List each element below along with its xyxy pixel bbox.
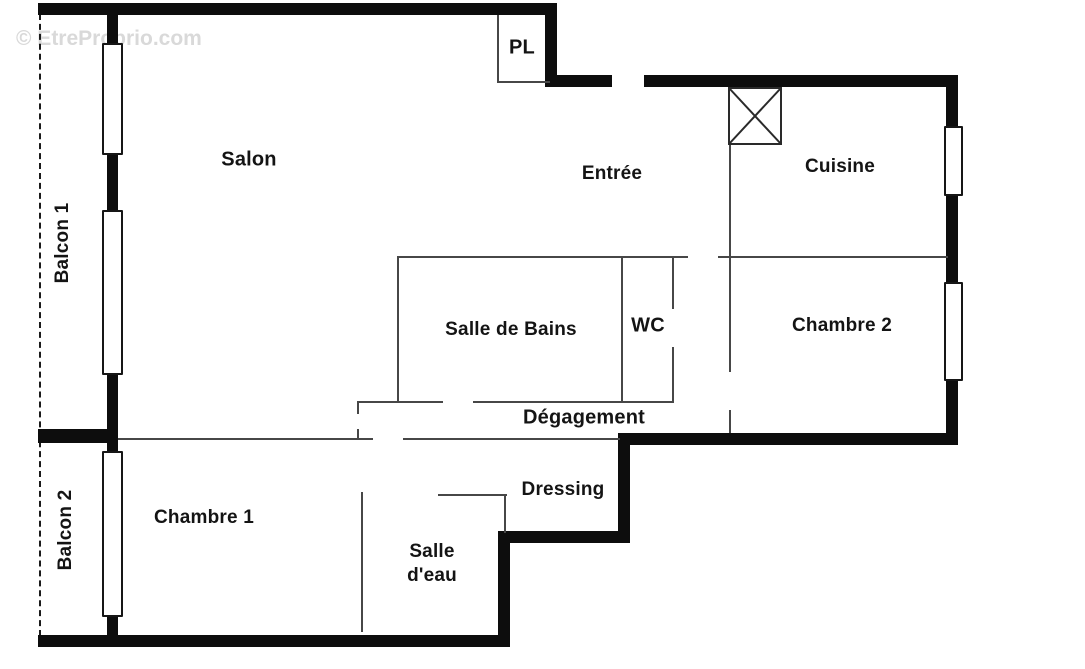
wall-left-segment-4 xyxy=(107,615,118,647)
partition-wc-right-lower xyxy=(672,347,674,403)
wall-top-right xyxy=(644,75,958,87)
wall-entry-step-vertical xyxy=(545,13,557,87)
partition-chambre1-top xyxy=(118,438,373,440)
room-label-wc: WC xyxy=(631,314,665,337)
partition-chambre2-left-upper xyxy=(729,143,731,372)
shaft-crossed-box-icon xyxy=(728,87,782,145)
room-label-balcon1: Balcon 1 xyxy=(52,202,73,284)
room-label-salle-deau-line2: d'eau xyxy=(407,565,457,586)
room-label-salle-deau-line1: Salle xyxy=(409,541,455,562)
partition-pl-left xyxy=(497,15,499,83)
wall-step-horizontal xyxy=(503,531,630,543)
wall-left-segment-2 xyxy=(107,153,118,212)
window-chambre2 xyxy=(944,282,963,381)
wall-right-segment-1 xyxy=(946,80,958,128)
wall-right-segment-3 xyxy=(946,380,958,445)
room-label-degagement: Dégagement xyxy=(522,406,646,429)
room-label-salon: Salon xyxy=(221,148,277,171)
partition-corridor-bottom xyxy=(403,438,620,440)
wall-step-vertical-1 xyxy=(618,433,630,543)
room-label-dressing: Dressing xyxy=(521,479,605,500)
partition-corridor-top-left xyxy=(358,401,443,403)
wall-left-segment-1 xyxy=(107,3,118,45)
partition-pl-bottom xyxy=(497,81,550,83)
wall-left-segment-3 xyxy=(107,373,118,452)
room-label-pl: PL xyxy=(509,36,535,59)
room-label-balcon2: Balcon 2 xyxy=(55,489,76,571)
partition-wc-right-upper xyxy=(672,257,674,309)
partition-bath-top xyxy=(398,256,688,258)
room-label-chambre1: Chambre 1 xyxy=(153,507,255,528)
partition-salle-deau-top xyxy=(438,494,507,496)
partition-cuisine-chambre2 xyxy=(718,256,948,258)
partition-chambre2-left-lower xyxy=(729,410,731,433)
window-cuisine xyxy=(944,126,963,196)
wall-balcony-divider xyxy=(38,429,118,443)
partition-corridor-top-right xyxy=(473,401,673,403)
partition-dressing-left xyxy=(504,494,506,533)
door-jamb-lower xyxy=(357,429,359,440)
wall-entry-left-of-door xyxy=(545,75,612,87)
window-salon-upper xyxy=(102,43,123,155)
partition-salle-deau-left xyxy=(361,492,363,632)
wall-bottom-right xyxy=(618,433,958,445)
room-label-salle-de-bains: Salle de Bains xyxy=(445,319,577,340)
window-chambre1 xyxy=(102,451,123,617)
room-label-entree: Entrée xyxy=(581,163,643,184)
room-label-chambre2: Chambre 2 xyxy=(791,315,893,336)
partition-bath-left xyxy=(397,256,399,402)
window-salon-lower xyxy=(102,210,123,375)
partition-bath-wc xyxy=(621,256,623,402)
wall-step-vertical-2 xyxy=(498,531,510,647)
door-jamb-upper xyxy=(357,401,359,414)
wall-right-segment-2 xyxy=(946,195,958,287)
wall-top-main xyxy=(38,3,557,15)
wall-bottom-main xyxy=(38,635,510,647)
balcony-dashed-edge xyxy=(39,14,41,636)
room-label-cuisine: Cuisine xyxy=(804,156,876,177)
